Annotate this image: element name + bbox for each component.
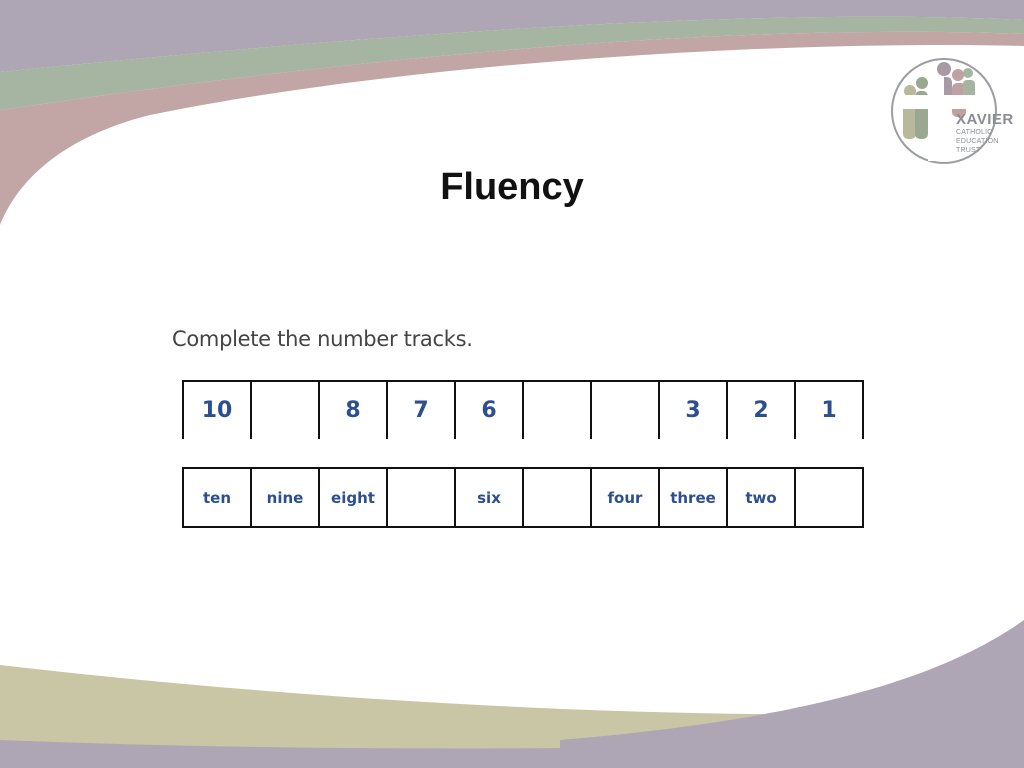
word-track-cell-9: two [726, 467, 796, 528]
top-band-green [0, 16, 1024, 110]
bottom-band-purple-strip [0, 735, 1024, 768]
logo-wordmark: XAVIER CATHOLIC EDUCATION TRUST [956, 112, 1014, 155]
number-track-cell-10: 1 [794, 380, 864, 439]
word-track-cell-8: three [658, 467, 728, 528]
bottom-band-purple-right [560, 620, 1024, 768]
word-track-cell-2: nine [250, 467, 320, 528]
logo-line-3: TRUST [956, 147, 981, 154]
instruction-text: Complete the number tracks. [172, 327, 473, 351]
word-track-cell-6[interactable] [522, 467, 592, 528]
slide-title: Fluency [440, 166, 584, 208]
number-track-table: 10 8 7 6 3 2 1 [182, 380, 864, 439]
word-track-cell-1: ten [182, 467, 252, 528]
number-track-cell-1: 10 [182, 380, 252, 439]
number-track-cell-8: 3 [658, 380, 728, 439]
top-band-purple [0, 0, 1024, 72]
logo-name: XAVIER [956, 111, 1014, 128]
logo-line-1: CATHOLIC [956, 129, 993, 136]
number-track-cell-6[interactable] [522, 380, 592, 439]
number-track-cell-4: 7 [386, 380, 456, 439]
word-track-table: ten nine eight six four three two [182, 467, 864, 528]
number-track-cell-5: 6 [454, 380, 524, 439]
number-track-cell-3: 8 [318, 380, 388, 439]
xavier-trust-logo [891, 58, 997, 164]
word-track-cell-5: six [454, 467, 524, 528]
number-track-row: 10 8 7 6 3 2 1 [182, 380, 864, 439]
word-track-cell-7: four [590, 467, 660, 528]
number-track-cell-9: 2 [726, 380, 796, 439]
number-track-cell-2[interactable] [250, 380, 320, 439]
word-track-cell-10[interactable] [794, 467, 864, 528]
word-track-cell-3: eight [318, 467, 388, 528]
number-track-cell-7[interactable] [590, 380, 660, 439]
word-track-row: ten nine eight six four three two [182, 467, 864, 528]
word-track-cell-4[interactable] [386, 467, 456, 528]
top-band-rose [0, 31, 1024, 226]
logo-line-2: EDUCATION [956, 138, 999, 145]
